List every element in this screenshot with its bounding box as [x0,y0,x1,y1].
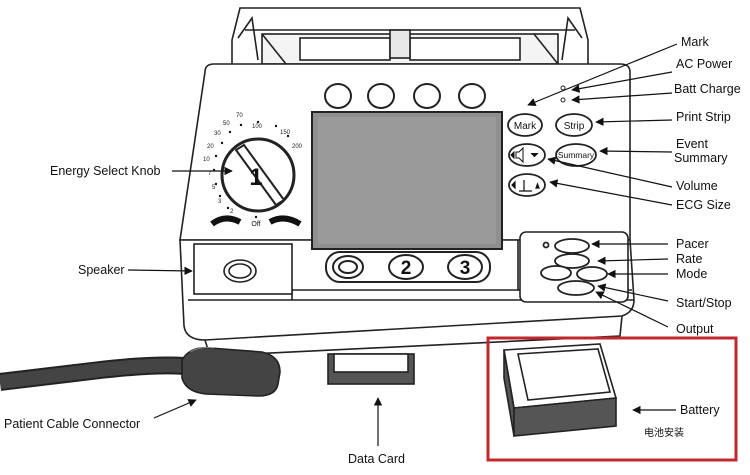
label-mark: Mark [681,35,710,49]
data-card [327,353,415,385]
callout-arrows [127,43,678,446]
patient-cable [0,346,281,397]
strip-button-label: Strip [564,121,585,132]
callout-labels: Mark AC Power Batt Charge Print Strip Ev… [4,35,741,466]
label-rate: Rate [676,252,702,266]
mark-button-label: Mark [514,121,537,132]
svg-text:3: 3 [218,199,222,205]
svg-text:7: 7 [208,171,212,177]
svg-text:2: 2 [230,209,234,215]
top-softkey-2[interactable] [367,83,395,109]
svg-text:150: 150 [280,130,291,136]
knob-number: 1 [249,164,262,191]
mark-button[interactable] [507,113,543,137]
label-start-stop: Start/Stop [676,296,732,310]
ecg-size-icon [511,180,540,192]
label-data-card: Data Card [348,452,405,466]
battery [503,343,618,437]
volume-icon [510,146,539,164]
label-batt-charge: Batt Charge [674,82,741,96]
top-softkey-1[interactable] [324,83,352,109]
label-battery-cn: 电池安装 [644,426,684,439]
speaker [193,243,293,295]
summary-button[interactable] [555,143,597,167]
knob-scale: 2 3 5 7 10 20 30 50 70 100 150 200 [203,113,303,215]
label-speaker: Speaker [78,263,125,277]
label-ecg-size: ECG Size [676,198,731,212]
label-battery: Battery [680,403,720,417]
mode-button[interactable] [576,266,608,282]
label-output: Output [676,322,714,336]
batt-charge-led [560,97,566,103]
label-mode: Mode [676,267,707,281]
rate-button[interactable] [554,253,590,269]
volume-button[interactable] [508,143,546,167]
start-stop-button[interactable] [557,280,595,296]
knob-off-label: Off [251,221,260,228]
svg-text:5: 5 [212,185,216,191]
ecg-size-button[interactable] [508,173,546,197]
svg-text:10: 10 [203,157,210,163]
energy-select-knob[interactable] [210,137,302,227]
svg-text:20: 20 [207,144,214,150]
label-energy-select-knob: Energy Select Knob [50,164,161,178]
summary-button-label: Summary [558,150,595,160]
label-summary: Summary [674,151,728,165]
top-softkey-row [324,83,486,109]
label-print-strip: Print Strip [676,110,731,124]
svg-text:30: 30 [214,131,221,137]
svg-text:70: 70 [236,113,243,119]
mode-left-button[interactable] [540,265,572,281]
svg-text:200: 200 [292,144,303,150]
softkey-3-label: 3 [460,258,471,279]
softkey-3-button[interactable] [447,254,483,280]
svg-text:50: 50 [223,121,230,127]
battery-highlight-box [486,336,738,462]
label-event: Event [676,137,708,151]
label-ac-power: AC Power [676,57,732,71]
pacer-button[interactable] [554,238,590,254]
label-pacer: Pacer [676,237,709,251]
svg-text:100: 100 [252,124,263,130]
top-softkey-4[interactable] [458,83,486,109]
label-volume: Volume [676,179,718,193]
softkey-2-button[interactable] [388,254,424,280]
label-patient-cable-connector: Patient Cable Connector [4,417,140,431]
softkey-2-label: 2 [401,258,412,279]
top-softkey-3[interactable] [413,83,441,109]
strip-button[interactable] [555,113,593,137]
ac-power-led [560,85,566,91]
